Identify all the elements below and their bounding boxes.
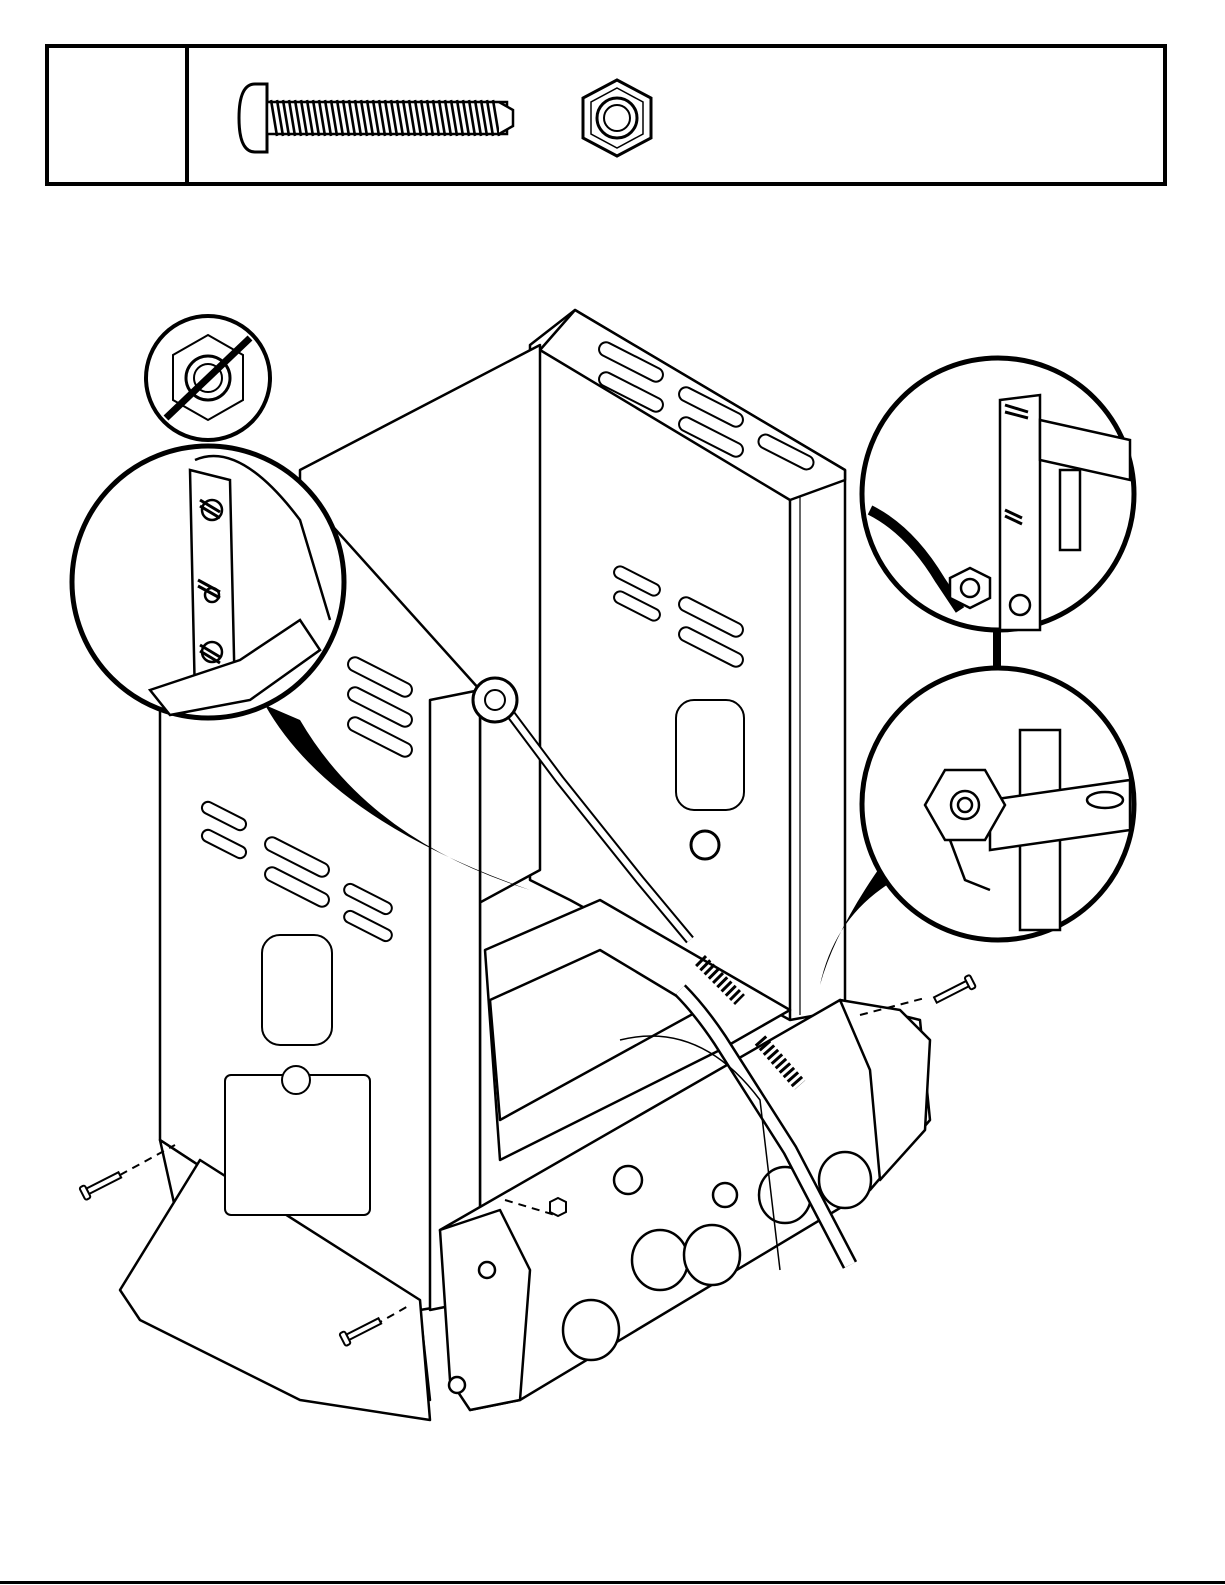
step-number [49, 48, 189, 182]
left-front-panel [160, 490, 480, 1310]
lower-skirt [120, 1160, 430, 1420]
bottom-frame [160, 1140, 430, 1400]
magnified-detail-bracket-right-top [862, 358, 1134, 630]
page-bottom-rule [0, 1581, 1225, 1584]
hex-nut-icon [577, 76, 657, 160]
hardware-items [189, 48, 1163, 182]
magnified-detail-bracket-left [72, 446, 344, 718]
bolt-icon [237, 78, 527, 158]
left-rear-panel [300, 345, 540, 1000]
control-console [440, 1000, 930, 1410]
back-panel [530, 310, 845, 1020]
magnified-detail-nut-right-bottom [862, 668, 1134, 940]
no-nut-icon [146, 316, 270, 440]
hardware-box [45, 44, 1167, 186]
burner-tray [485, 900, 790, 1160]
